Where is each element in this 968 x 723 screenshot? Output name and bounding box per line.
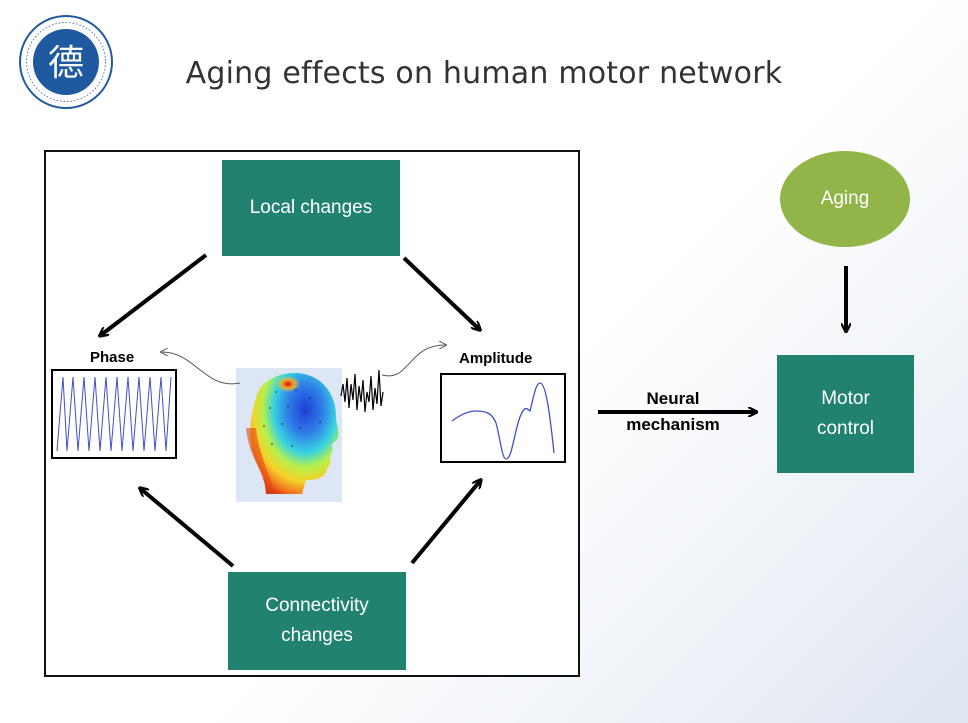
motor-control-box: Motor control [777, 355, 914, 473]
neural-label-line1: Neural [646, 389, 700, 408]
neural-label-line2: mechanism [626, 415, 720, 434]
arrow-connectivity-to-amplitude [410, 481, 480, 565]
university-logo: 德 [19, 15, 113, 109]
local-changes-box: Local changes [222, 160, 400, 256]
connectivity-label-line1: Connectivity [265, 595, 369, 616]
connectivity-label-line2: changes [281, 625, 353, 646]
phase-label: Phase [90, 349, 135, 366]
logo-glyph: 德 [48, 43, 84, 84]
aging-ellipse: Aging [780, 151, 910, 247]
eeg-raw-signal [340, 369, 384, 413]
amplitude-label: Amplitude [459, 350, 533, 367]
eeg-head-topography-image [236, 368, 342, 502]
slide-title: Aging effects on human motor network [185, 56, 783, 91]
arrow-connectivity-to-phase [141, 489, 235, 568]
motor-label-line2: control [816, 418, 875, 439]
phase-sawtooth-plot [56, 376, 172, 452]
curve-signal-to-amplitude [381, 345, 445, 377]
neural-mechanism-label: Neural mechanism [603, 386, 743, 438]
amplitude-waveform-plot [451, 382, 555, 460]
arrow-local-to-amplitude [402, 256, 479, 329]
arrow-local-to-phase [101, 253, 208, 335]
connectivity-changes-box: Connectivity changes [228, 572, 406, 670]
amplitude-signal-panel [440, 373, 566, 463]
aging-label: Aging [820, 188, 870, 209]
phase-signal-panel [51, 369, 177, 459]
curve-head-to-phase [162, 352, 241, 385]
local-changes-label: Local changes [249, 197, 373, 218]
motor-label-line1: Motor [821, 388, 870, 409]
